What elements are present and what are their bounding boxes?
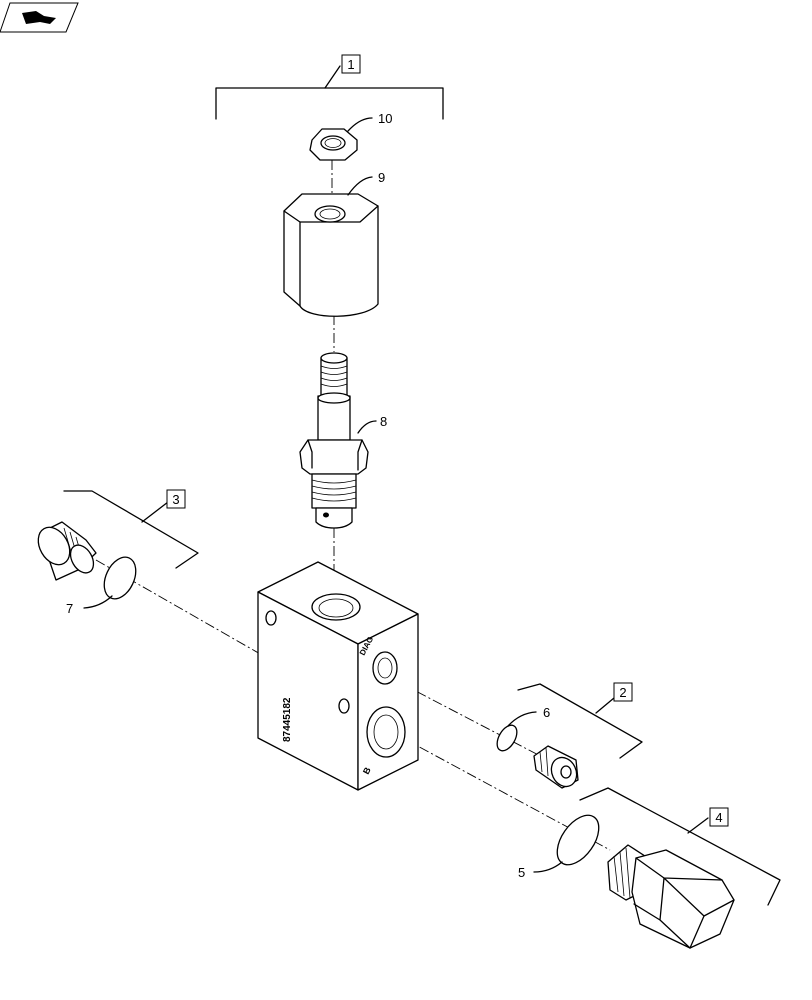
svg-text:2: 2 [619, 685, 626, 700]
part-number-mark: 87445182 [282, 697, 293, 742]
callout-3[interactable]: 3 [166, 489, 186, 509]
callout-1[interactable]: 1 [341, 54, 361, 74]
left-plug [37, 521, 97, 581]
callout-4[interactable]: 4 [709, 807, 729, 827]
hex-nut [309, 128, 358, 161]
large-hex-plug [607, 844, 735, 949]
o-ring-small [496, 724, 518, 752]
valve-body: DIAG B 87445182 [257, 561, 419, 791]
kit-bracket-4 [579, 787, 781, 906]
callout-5[interactable]: 5 [518, 865, 525, 880]
kit-bracket-2 [517, 683, 643, 759]
callout-6[interactable]: 6 [543, 705, 550, 720]
svg-text:3: 3 [172, 492, 179, 507]
kit-bracket-3 [63, 490, 199, 569]
callout-10[interactable]: 10 [378, 111, 392, 126]
o-ring-left [103, 556, 137, 600]
callout-9[interactable]: 9 [378, 170, 385, 185]
leader-lines [83, 117, 563, 873]
callout-2[interactable]: 2 [613, 682, 633, 702]
svg-text:4: 4 [715, 810, 722, 825]
callout-8[interactable]: 8 [380, 414, 387, 429]
svg-text:1: 1 [347, 57, 354, 72]
o-ring-large [556, 814, 600, 866]
b-port-mark: B [361, 765, 373, 776]
cartridge-valve [299, 352, 369, 529]
kit-bracket-1 [215, 65, 444, 120]
page-turn-icon[interactable] [0, 2, 79, 33]
callout-7[interactable]: 7 [66, 601, 73, 616]
solenoid-coil [283, 193, 379, 317]
small-plug [533, 745, 579, 789]
